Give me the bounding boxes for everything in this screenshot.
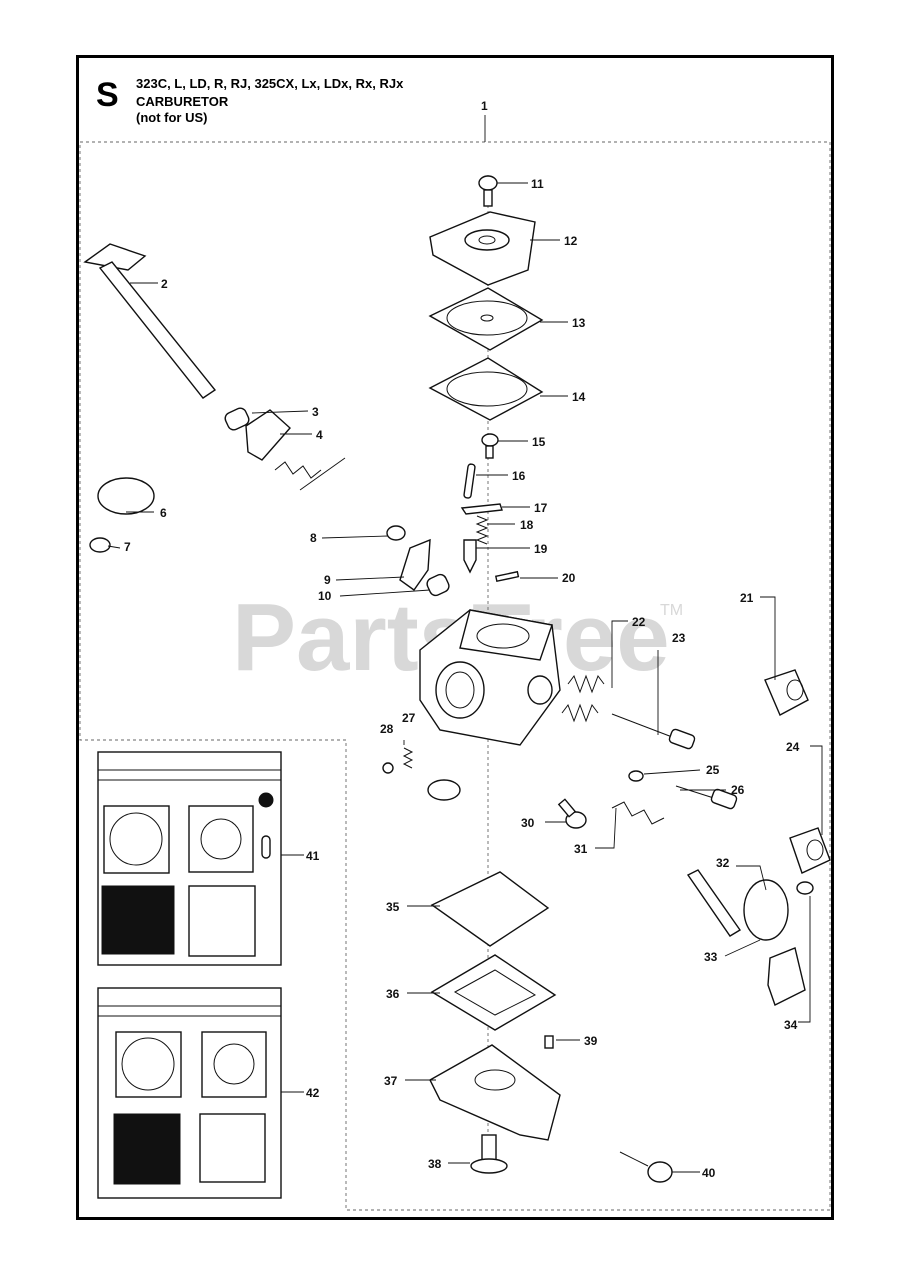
callout-8: 8 bbox=[310, 531, 317, 545]
part-21-limiter-cap bbox=[764, 669, 809, 716]
part-39-pin bbox=[544, 1035, 554, 1049]
part-15-screw bbox=[481, 433, 499, 459]
part-7-screw bbox=[89, 537, 111, 553]
diagram-subtitle: (not for US) bbox=[136, 110, 208, 125]
part-12-pump-cover bbox=[429, 211, 536, 286]
part-8-screw bbox=[386, 525, 406, 541]
kit-41-box bbox=[97, 751, 282, 966]
part-22-springs bbox=[561, 674, 605, 723]
part-19-needle-valve bbox=[463, 539, 477, 574]
part-16-pin bbox=[463, 463, 476, 499]
section-letter: S bbox=[96, 76, 119, 114]
diagram-title: CARBURETOR bbox=[136, 94, 229, 109]
callout-3: 3 bbox=[312, 405, 319, 419]
part-28-ball bbox=[382, 762, 394, 774]
part-31-spring bbox=[611, 801, 665, 825]
diagram-frame bbox=[76, 55, 834, 1220]
part-2-throttle-shaft bbox=[83, 243, 217, 399]
part-33-choke-shaft bbox=[686, 869, 806, 1006]
callout-11: 11 bbox=[531, 177, 544, 191]
part-26-adjust-needle bbox=[675, 785, 738, 810]
part-10-bushing bbox=[426, 573, 450, 597]
callout-34: 34 bbox=[784, 1018, 798, 1032]
callout-20: 20 bbox=[562, 571, 576, 585]
part-9-lever bbox=[399, 538, 431, 591]
callout-35: 35 bbox=[386, 900, 400, 914]
part-35-metering-diaphragm bbox=[430, 871, 550, 947]
callout-1: 1 bbox=[481, 99, 488, 113]
callout-33: 33 bbox=[704, 950, 718, 964]
callout-39: 39 bbox=[584, 1034, 598, 1048]
part-17-lever bbox=[460, 503, 503, 515]
part-34-screw bbox=[796, 881, 814, 895]
part-6-throttle-plate bbox=[97, 477, 155, 515]
callout-9: 9 bbox=[324, 573, 331, 587]
part-20-pin bbox=[494, 570, 520, 583]
part-3-bushing bbox=[224, 407, 250, 431]
callout-19: 19 bbox=[534, 542, 548, 556]
callout-13: 13 bbox=[572, 316, 586, 330]
carburetor-body bbox=[419, 609, 561, 746]
leader-lines bbox=[107, 182, 823, 1173]
callout-15: 15 bbox=[532, 435, 546, 449]
callout-16: 16 bbox=[512, 469, 526, 483]
part-23-adjust-needle bbox=[611, 713, 696, 750]
callout-30: 30 bbox=[521, 816, 535, 830]
part-25-o-ring bbox=[628, 770, 644, 782]
part-13-diaphragm bbox=[428, 287, 544, 351]
callout-14: 14 bbox=[572, 390, 586, 404]
part-27-spring bbox=[402, 747, 414, 769]
filter-screen bbox=[427, 779, 461, 801]
callout-27: 27 bbox=[402, 711, 416, 725]
part-37-metering-cover bbox=[429, 1044, 561, 1141]
model-list: 323C, L, LD, R, RJ, 325CX, Lx, LDx, Rx, … bbox=[136, 76, 404, 91]
callout-2: 2 bbox=[161, 277, 168, 291]
part-4-lever bbox=[245, 409, 291, 461]
callout-25: 25 bbox=[706, 763, 720, 777]
callout-40: 40 bbox=[702, 1166, 716, 1180]
callout-17: 17 bbox=[534, 501, 548, 515]
watermark-trademark: TM bbox=[660, 602, 683, 619]
callout-22: 22 bbox=[632, 615, 646, 629]
part-40-screw bbox=[619, 1151, 673, 1183]
part-11-screw bbox=[478, 175, 498, 207]
callout-38: 38 bbox=[428, 1157, 442, 1171]
callout-18: 18 bbox=[520, 518, 534, 532]
callout-36: 36 bbox=[386, 987, 400, 1001]
callout-42: 42 bbox=[306, 1086, 320, 1100]
throttle-return-spring bbox=[274, 461, 322, 479]
callout-4: 4 bbox=[316, 428, 323, 442]
part-24-limiter-cap bbox=[789, 827, 831, 874]
callout-10: 10 bbox=[318, 589, 332, 603]
callout-37: 37 bbox=[384, 1074, 398, 1088]
assembly-boundary bbox=[79, 141, 831, 1211]
part-32-choke-plate bbox=[743, 879, 789, 941]
callout-41: 41 bbox=[306, 849, 320, 863]
callout-26: 26 bbox=[731, 783, 745, 797]
callout-7: 7 bbox=[124, 540, 131, 554]
callout-28: 28 bbox=[380, 722, 394, 736]
callout-12: 12 bbox=[564, 234, 578, 248]
callout-21: 21 bbox=[740, 591, 754, 605]
part-14-gasket bbox=[428, 357, 544, 421]
callout-24: 24 bbox=[786, 740, 800, 754]
callout-6: 6 bbox=[160, 506, 167, 520]
part-38-screw bbox=[470, 1134, 508, 1174]
part-18-spring bbox=[475, 515, 489, 545]
callout-31: 31 bbox=[574, 842, 588, 856]
part-30-screw bbox=[557, 798, 587, 829]
part-36-gasket bbox=[430, 954, 557, 1031]
kit-42-box bbox=[97, 987, 282, 1199]
callout-32: 32 bbox=[716, 856, 730, 870]
callout-23: 23 bbox=[672, 631, 686, 645]
